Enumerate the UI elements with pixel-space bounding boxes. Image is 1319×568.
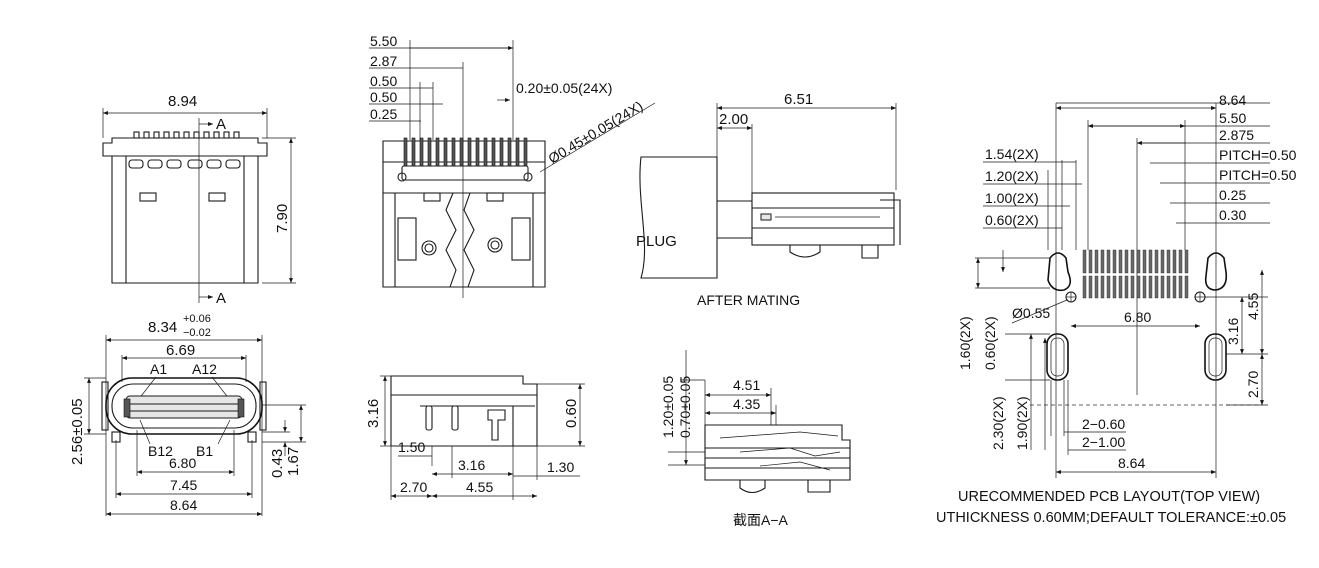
section-caption: 截面A−A (733, 512, 789, 528)
end-view: 8.34 +0.06 −0.02 6.69 A1 A12 B12 B1 6.80 (69, 313, 306, 516)
mating-dim-200: 2.00 (719, 111, 748, 128)
section-marker-top: A (216, 116, 226, 133)
pin-width-dim: 0.20±0.05(24X) (516, 80, 612, 96)
pcb-slot-w-060: 2−0.60 (1082, 416, 1125, 432)
end-tol-minus: −0.02 (183, 327, 211, 339)
pin-label-b12: B12 (148, 443, 173, 459)
section-marker-bottom: A (216, 290, 226, 307)
pcb-top-550: 5.50 (1219, 110, 1246, 126)
end-tol-plus: +0.06 (183, 313, 211, 325)
side-dim-150: 1.50 (398, 439, 425, 455)
pcb-vert-060: 0.60(2X) (982, 316, 998, 370)
pcb-layout: 8.64 5.50 2.875 PITCH=0.50 PITCH=0.50 0.… (936, 92, 1297, 526)
pcb-vert-270: 2.70 (1245, 371, 1261, 398)
section-dim-120: 1.20±0.05 (660, 376, 676, 438)
end-dim-680: 6.80 (169, 455, 196, 471)
side-dim-130: 1.30 (547, 459, 574, 475)
pcb-pitch-a: PITCH=0.50 (1219, 147, 1297, 163)
pcb-dim-030: 0.30 (1219, 207, 1246, 223)
plug-label: PLUG (636, 233, 677, 250)
end-inner-width: 6.69 (166, 342, 195, 359)
top-dim-050b: 0.50 (370, 89, 397, 105)
end-dim-167: 1.67 (285, 447, 302, 476)
end-dim-745: 7.45 (170, 477, 197, 493)
top-pins (401, 137, 529, 181)
pcb-slot-230: 2.30(2X) (990, 396, 1006, 450)
side-view: 3.16 0.60 1.50 3.16 1.30 2.70 4.55 (365, 375, 585, 500)
mating-dim-651: 6.51 (784, 91, 813, 108)
pcb-top-864: 8.64 (1219, 92, 1246, 108)
section-view: 1.20±0.05 0.70±0.05 4.51 4.35 截面A−A (660, 350, 851, 528)
pcb-vert-316: 3.16 (1225, 318, 1241, 345)
section-dim-435: 4.35 (733, 396, 760, 412)
pcb-vert-455: 4.55 (1245, 293, 1261, 320)
pcb-pads (1082, 249, 1189, 299)
hole-dia-dim: Ø0.45±0.05(24X) (545, 98, 645, 167)
pcb-dim-025: 0.25 (1219, 187, 1246, 203)
section-dim-451: 4.51 (733, 377, 760, 393)
pcb-left-120: 1.20(2X) (985, 168, 1039, 184)
side-dim-060: 0.60 (563, 399, 580, 428)
front-height-dim: 7.90 (274, 204, 291, 233)
front-view: 8.94 A A (102, 93, 296, 307)
pcb-left-154: 1.54(2X) (985, 146, 1039, 162)
side-dim-455: 4.55 (466, 479, 493, 495)
pcb-slot-190: 1.90(2X) (1014, 396, 1030, 450)
end-width-main: 8.34 (148, 319, 177, 336)
pcb-caption-note: UTHICKNESS 0.60MM;DEFAULT TOLERANCE:±0.0… (936, 510, 1286, 526)
top-dim-050a: 0.50 (370, 73, 397, 89)
pcb-bottom-864: 8.64 (1118, 455, 1145, 471)
side-dim-316-w: 3.16 (458, 457, 485, 473)
pin-label-b1: B1 (196, 443, 213, 459)
pcb-top-2875: 2.875 (1219, 127, 1254, 143)
pcb-left-060: 0.60(2X) (985, 212, 1039, 228)
top-dim-025: 0.25 (370, 106, 397, 122)
pin-label-a1: A1 (150, 361, 167, 377)
side-dim-270: 2.70 (400, 479, 427, 495)
top-dim-287: 2.87 (370, 53, 397, 69)
mating-caption: AFTER MATING (697, 292, 800, 308)
end-dim-043: 0.43 (269, 449, 286, 478)
mating-view: 6.51 2.00 PLUG AFTER MATING (636, 91, 901, 308)
end-height-dim: 2.56±0.05 (69, 398, 86, 465)
top-dim-550: 5.50 (370, 33, 397, 49)
section-dim-070: 0.70±0.05 (677, 376, 693, 438)
pin-label-a12: A12 (192, 361, 217, 377)
side-dim-316-h: 3.16 (365, 399, 382, 428)
pcb-left-100: 1.00(2X) (985, 190, 1039, 206)
pcb-slot-w-100: 2−1.00 (1082, 434, 1125, 450)
pcb-vert-160: 1.60(2X) (957, 316, 973, 370)
pcb-center-dim: 6.80 (1124, 309, 1151, 325)
front-pins (133, 131, 240, 139)
pcb-hole-dia: Ø0.55 (1012, 305, 1050, 321)
top-view: 5.50 2.87 0.50 0.50 0.25 0.20±0.05(24X) … (369, 33, 656, 298)
pcb-pitch-b: PITCH=0.50 (1219, 167, 1297, 183)
pcb-caption-title: URECOMMENDED PCB LAYOUT(TOP VIEW) (958, 489, 1260, 505)
end-dim-864: 8.64 (170, 497, 197, 513)
front-width-dim: 8.94 (168, 93, 197, 110)
